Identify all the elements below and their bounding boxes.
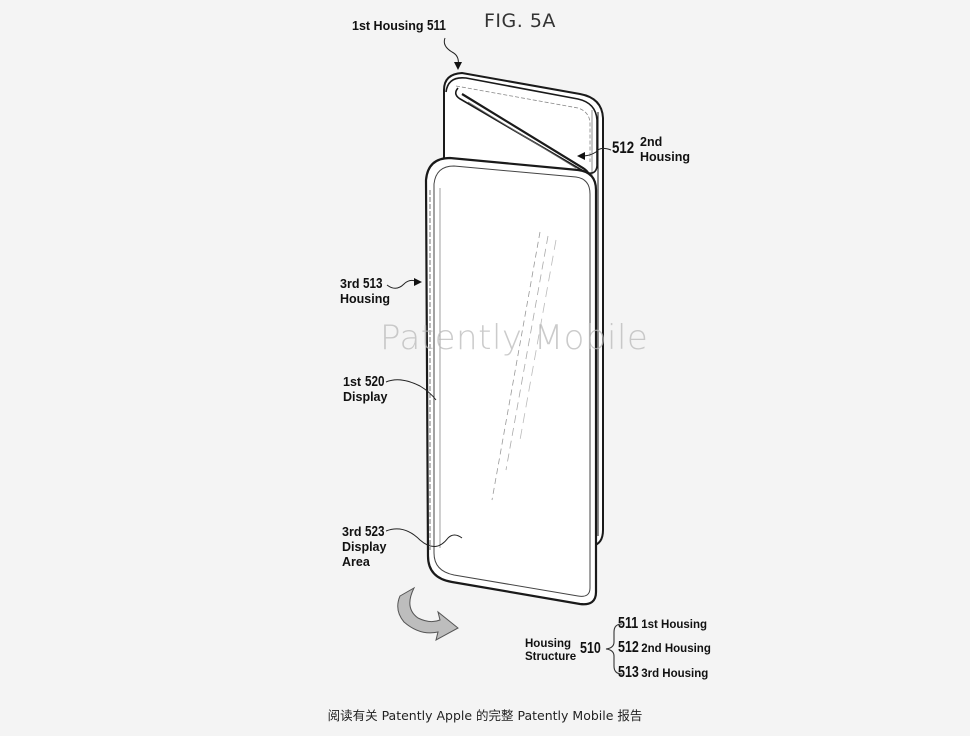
callout-first-housing: 1st Housing 511 [352,18,451,34]
legend-item-ref: 511 [618,615,639,632]
legend-title-line2: Structure [525,651,577,663]
callout-name: Housing [640,150,690,164]
legend-title-line1: Housing [525,638,571,650]
callout-ordinal: 1st Housing [352,19,424,33]
footer-caption: 阅读有关 Patently Apple 的完整 Patently Mobile … [327,708,643,723]
legend-item: 512 2nd Housing [618,640,711,657]
callout-name: Display [343,390,388,404]
z-fold-top-band [445,76,598,174]
legend-item-label: 1st Housing [641,619,708,631]
third-housing-panel [424,156,598,606]
callout-ordinal: 2nd [640,135,663,149]
callout-ordinal: 3rd [340,277,360,291]
rotation-arrow-icon [397,586,459,641]
legend-item: 513 3rd Housing [618,665,708,682]
callout-third-display-area: 3rd 523 Display Area [342,524,390,570]
legend-brace [605,623,623,675]
callout-ordinal: 1st [343,375,362,389]
callout-first-display: 1st 520 Display [343,374,390,405]
legend-ref-number: 510 [580,640,601,657]
callout-name-line2: Area [342,555,370,569]
callout-second-housing-text: 2nd Housing [640,135,690,165]
callout-ref: 523 [364,523,385,540]
callout-ref: 520 [364,373,385,390]
callout-ref: 513 [362,275,383,292]
callout-ordinal: 3rd [342,525,362,539]
figure-title: FIG. 5A [484,10,556,32]
legend-ref: 510 [580,641,607,657]
legend-item-ref: 512 [618,639,639,656]
callout-second-housing: 512 [612,138,640,157]
legend-item: 511 1st Housing [618,616,707,633]
callout-name-line1: Display [342,540,387,554]
legend-title: Housing Structure [525,638,576,664]
callout-ref: 511 [427,17,446,34]
callout-ref: 512 [612,138,635,157]
legend-item-label: 2nd Housing [641,643,711,655]
legend-item-label: 3rd Housing [641,668,709,680]
callout-name: Housing [340,292,390,306]
watermark: Patently Mobile [380,318,649,358]
legend-item-ref: 513 [618,664,639,681]
callout-third-housing: 3rd 513 Housing [340,276,390,307]
